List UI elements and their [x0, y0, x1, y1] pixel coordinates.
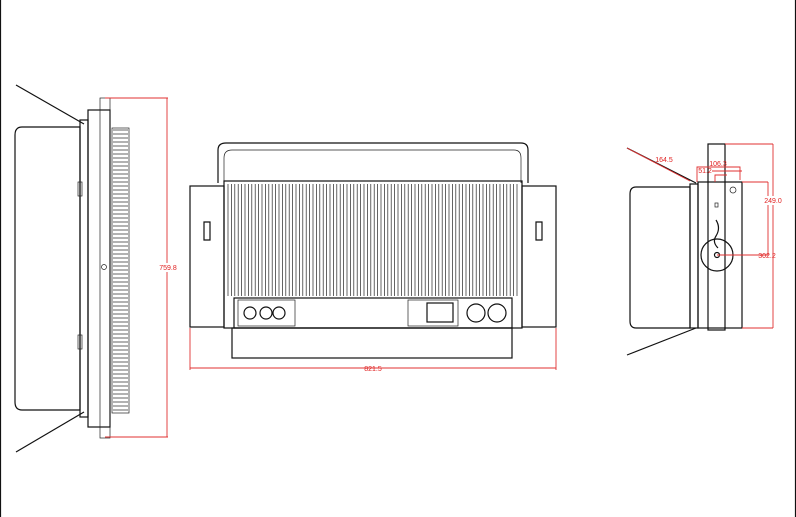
side-view: 759.8	[14, 84, 177, 453]
heatsink-fins	[113, 129, 128, 411]
control-panel	[233, 297, 513, 329]
front-heatsink-fins	[227, 184, 518, 296]
dim-pivot-offset: 302.2	[758, 253, 776, 260]
dim-depth-top: 106.3	[709, 161, 727, 168]
dim-depth-bracket: 51.2	[698, 168, 712, 175]
front-view: 821.5	[189, 142, 557, 373]
dim-side-height: 759.8	[159, 265, 177, 272]
display-screen	[426, 302, 454, 323]
profile-view: 164.5 106.3 51.2 249.0 302.2	[626, 143, 782, 356]
dim-barn-door: 164.5	[655, 157, 673, 164]
dim-front-width: 821.5	[364, 366, 382, 373]
dim-height-pivot: 249.0	[764, 198, 782, 205]
